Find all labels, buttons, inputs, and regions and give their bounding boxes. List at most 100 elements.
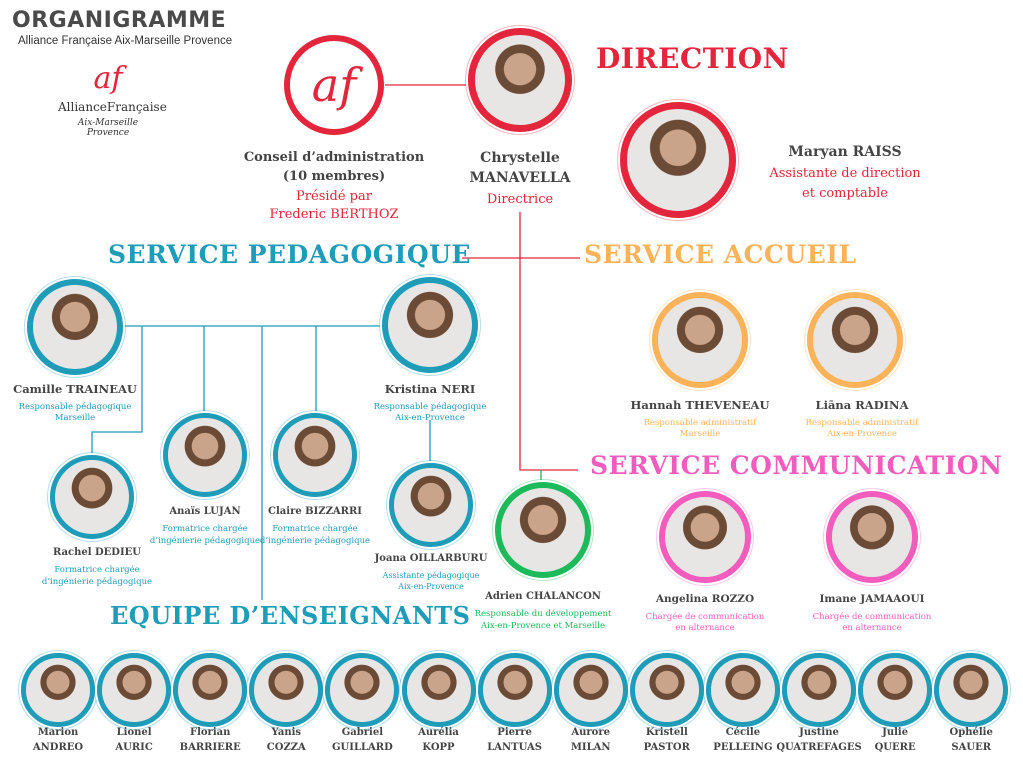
teacher-first-name: Yanis (271, 727, 302, 738)
person-role-line2: Marseille (54, 413, 96, 423)
person-role: Directrice (486, 192, 554, 207)
person-role-line2: et comptable (802, 186, 888, 201)
avatar-liana (807, 292, 903, 388)
teacher-last-name: AURIC (115, 742, 153, 753)
section-accueil-title: SERVICE ACCUEIL (584, 240, 857, 269)
person-name: Kristina NERI (384, 382, 476, 396)
person-name: Anaïs LUJAN (169, 506, 241, 517)
teacher-avatar (173, 653, 248, 727)
person-role-line2: Marseille (679, 429, 721, 439)
avatar-kristina (382, 277, 478, 373)
teacher-avatar (782, 653, 856, 727)
conseil-name: Conseil d’administration (243, 150, 425, 165)
teacher-last-name: KOPP (422, 742, 455, 753)
teacher-first-name: Julie (882, 727, 909, 738)
person-role: Responsable du développement (474, 609, 612, 619)
avatar-anais (163, 413, 247, 497)
teacher-last-name: COZZA (266, 742, 306, 753)
person-name: Hannah THEVENEAU (630, 398, 770, 412)
person-role: Formatrice chargée (162, 524, 248, 534)
person-role-line2: d’ingénierie pédagogique (259, 535, 371, 546)
teacher-avatar (249, 653, 324, 727)
person-role: Responsable administratif (643, 417, 757, 428)
teacher-last-name: QUERE (874, 742, 916, 753)
person-name: Imane JAMAAOUI (819, 593, 925, 605)
person-role-line2: en alternance (675, 623, 735, 633)
person-name: Adrien CHALANCON (485, 591, 601, 602)
conseil-president: Frederic BERTHOZ (269, 207, 399, 222)
teacher-first-name: Pierre (497, 727, 532, 738)
person-role-line2: Aix-en-Provence (398, 582, 464, 591)
person-role: Responsable pédagogique (18, 401, 132, 412)
avatar-angelina (659, 491, 751, 583)
person-name: Liāna RADINA (815, 398, 909, 412)
section-pedagogique-title: SERVICE PEDAGOGIQUE (108, 240, 471, 269)
person-role: Responsable administratif (805, 417, 919, 428)
person-name-line2: MANAVELLA (469, 170, 571, 186)
section-enseignants-title: EQUIPE D’ENSEIGNANTS (110, 601, 471, 630)
person-role-line2: Aix-en-Provence et Marseille (480, 620, 606, 631)
teacher-first-name: Cécile (725, 727, 761, 738)
teacher-last-name: PELLEING (713, 742, 773, 753)
avatar-adrien (495, 482, 591, 578)
teacher-avatar (553, 653, 628, 727)
person-role-line2: d’ingénierie pédagogique (41, 576, 153, 587)
person-role-line2: Aix-en-Provence (827, 429, 897, 439)
person-name: Camille TRAINEAU (13, 382, 137, 396)
teacher-avatar (325, 653, 400, 727)
avatar-imane (826, 491, 918, 583)
person-name: Chrystelle (480, 150, 560, 166)
teacher-avatar (21, 653, 95, 727)
person-role: Formatrice chargée (272, 524, 358, 534)
avatar-maryan (620, 102, 736, 218)
person-role: Formatrice chargée (54, 565, 140, 575)
section-direction-title: DIRECTION (596, 42, 789, 75)
person-role-line2: en alternance (842, 623, 902, 633)
teacher-first-name: Kristell (645, 727, 688, 738)
teacher-avatar (858, 653, 933, 727)
logo-name: AllianceFrançaise (58, 100, 167, 114)
person-role: Chargée de communication (812, 611, 932, 622)
avatar-claire (273, 413, 357, 497)
avatar-rachel (50, 455, 134, 539)
person-role: Chargée de communication (645, 611, 765, 622)
line-to-rachel (91, 326, 143, 455)
teacher-avatar (401, 653, 476, 727)
avatar-joana (389, 463, 473, 547)
page-title: ORGANIGRAMME (12, 8, 227, 33)
teacher-last-name: QUATREFAGES (776, 742, 862, 753)
teacher-last-name: SAUER (951, 742, 992, 753)
teacher-avatar (705, 653, 780, 727)
person-name: Joana OILLARBURU (374, 553, 488, 564)
person-role-line2: Aix-en-Provence (395, 413, 465, 423)
teacher-last-name: BARRIERE (179, 742, 241, 753)
conseil-members: (10 membres) (282, 169, 386, 184)
alliance-francaise-logo: af AllianceFrançaise Aix-Marseille Prove… (58, 61, 167, 139)
teacher-first-name: Marion (37, 727, 79, 738)
person-role: Assistante pédagogique (382, 571, 480, 580)
logo-mark: af (93, 61, 123, 96)
teacher-avatar (97, 653, 172, 727)
teacher-last-name: PASTOR (643, 742, 690, 753)
person-role-line2: d’ingénierie pédagogique (149, 535, 261, 546)
person-name: Claire BIZZARRI (268, 506, 362, 517)
teacher-first-name: Aurore (571, 727, 610, 738)
person-role: Assistante de direction (769, 166, 921, 181)
conseil-president-label: Présidé par (296, 189, 372, 204)
conseil-af-icon: af (311, 58, 357, 112)
teacher-first-name: Aurélia (418, 727, 459, 738)
teacher-last-name: MILAN (570, 742, 611, 753)
teacher-first-name: Ophélie (949, 727, 993, 738)
avatar-hannah (652, 292, 748, 388)
teacher-first-name: Florian (189, 727, 231, 738)
avatar-chrystelle (468, 28, 572, 132)
page-subtitle: Alliance Française Aix-Marseille Provenc… (18, 35, 233, 47)
teacher-first-name: Gabriel (341, 727, 384, 738)
person-name: Angelina ROZZO (655, 593, 755, 605)
teacher-first-name: Lionel (116, 727, 152, 738)
teacher-last-name: GUILLARD (332, 742, 393, 753)
avatar-camille (27, 279, 123, 375)
person-name: Rachel DEDIEU (52, 547, 142, 558)
